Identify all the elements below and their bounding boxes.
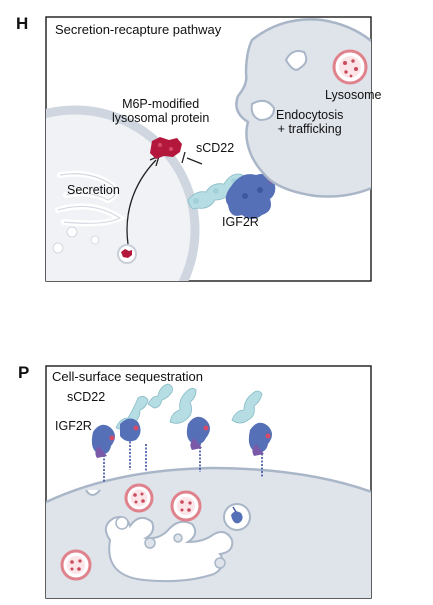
lysosome-icon [60,549,92,581]
endocytosis-label-line1: Endocytosis [276,108,344,122]
igf2r-label: IGF2R [55,419,92,433]
inhibition-symbol [181,151,203,165]
m6p-protein-label-line2: lysosomal protein [112,111,210,126]
secretion-label: Secretion [67,183,120,197]
lysosome-icon [332,49,368,85]
panel-h-title: Secretion-recapture pathway [55,22,222,37]
surface-complex-4 [231,390,272,478]
surface-complex-2 [120,418,141,470]
sequestering-cell [46,466,371,598]
scd22-label: sCD22 [67,390,106,404]
lysosome-label: Lysosome [325,88,382,102]
secretion-arrow [126,159,157,245]
panel-letter-p: P [18,363,30,382]
endocytosis-label-line2: + trafficking [277,122,342,137]
m6p-protein-label: M6P-modified lysosomal protein [112,97,209,126]
secretory-vesicle [117,244,137,264]
membrane-pit [85,489,101,496]
lysosome-icon [170,490,202,522]
panel-letter-h: H [16,14,29,33]
m6p-protein-icon [150,137,182,159]
scd22-label: sCD22 [196,141,235,155]
panel-p-title: Cell-surface sequestration [52,369,204,384]
endosome-with-receptor [223,503,251,531]
igf2r-label: IGF2R [222,215,259,229]
endocytosis-label: Endocytosis + trafficking [276,108,343,137]
m6p-protein-label-line1: M6P-modified [122,97,200,111]
surface-complex-3 [169,388,210,472]
surface-complex-5 [145,383,173,472]
lysosome-icon [124,483,154,513]
